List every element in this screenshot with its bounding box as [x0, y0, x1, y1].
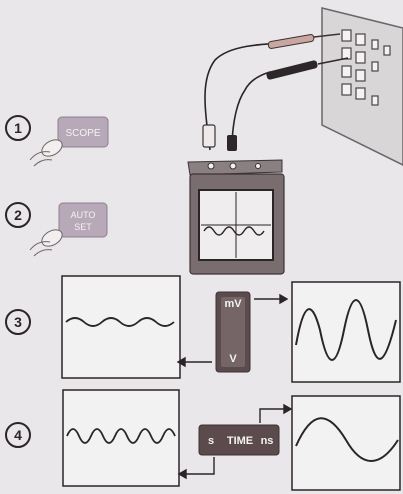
oscilloscope: [187, 159, 285, 275]
timebase-s-label: s: [208, 435, 214, 447]
timebase-ns-label: ns: [261, 435, 274, 447]
circuit-board: [321, 7, 403, 166]
scope-screen-trace: [203, 226, 265, 236]
probe-red: [267, 33, 341, 49]
step-3-number: 3: [5, 309, 31, 335]
auto-set-key-line2: SET: [74, 222, 92, 232]
step-4-arrows: [177, 403, 293, 480]
step-1-number: 1: [5, 115, 31, 141]
scope-key-label: SCOPE: [65, 128, 100, 139]
step-3-after-screen: [291, 281, 401, 383]
step-3-before-screen: [61, 275, 181, 379]
step-2-number: 2: [5, 202, 31, 228]
auto-set-key-line1: AUTO: [71, 210, 96, 220]
step-3-label: 3: [14, 314, 22, 330]
auto-set-key[interactable]: AUTO SET: [58, 202, 108, 238]
step-3-arrows: [176, 293, 289, 368]
step-4-after-screen: [291, 395, 401, 491]
probe-cables: [204, 41, 301, 151]
timebase-time-label: TIME: [227, 435, 253, 447]
pressing-finger-icon: [29, 229, 63, 257]
step-2-label: 2: [14, 207, 22, 223]
amplitude-mv-label: mV: [224, 298, 242, 310]
scope-key[interactable]: SCOPE: [57, 116, 109, 148]
amplitude-v-label: V: [229, 353, 237, 365]
timebase-rocker-switch[interactable]: s TIME ns: [198, 424, 280, 456]
probe-connectors: [202, 124, 237, 151]
probe-black: [266, 57, 349, 80]
step-4-before-screen: [62, 389, 180, 487]
step-1-label: 1: [14, 120, 22, 136]
step-4-number: 4: [5, 422, 31, 448]
amplitude-rocker-switch[interactable]: mV V: [215, 291, 251, 373]
pressing-finger-icon: [29, 139, 63, 167]
step-4-label: 4: [14, 427, 22, 443]
